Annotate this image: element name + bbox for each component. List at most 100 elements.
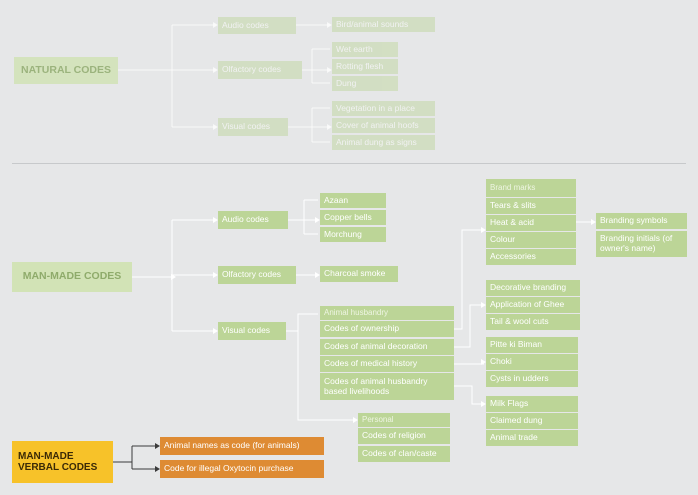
arrow-head	[327, 124, 332, 130]
connector	[297, 331, 356, 421]
arrow-head	[213, 22, 218, 28]
node-natural: NATURAL CODES	[14, 57, 118, 84]
node-ghee: Application of Ghee	[486, 297, 580, 313]
node-nat-vis-1: Vegetation in a place	[332, 101, 435, 116]
node-label: Application of Ghee	[490, 299, 565, 310]
node-label: Codes of medical history	[324, 358, 418, 369]
node-nat-olf-3: Dung	[332, 76, 398, 91]
node-label: Animal dung as signs	[336, 136, 417, 147]
node-nat-olf-1: Wet earth	[332, 42, 398, 57]
node-tail: Tail & wool cuts	[486, 314, 580, 330]
node-label: Decorative branding	[490, 282, 567, 293]
node-v-names: Animal names as code (for animals)	[160, 437, 324, 455]
node-mm-olf: Olfactory codes	[218, 266, 296, 284]
node-label: Rotting flesh	[336, 60, 384, 71]
node-label: Charcoal smoke	[324, 268, 386, 279]
node-label: Vegetation in a place	[336, 102, 415, 113]
arrow-head	[481, 302, 486, 308]
node-label: Tears & slits	[490, 200, 536, 211]
node-nat-olf: Olfactory codes	[218, 61, 302, 79]
node-label: Dung	[336, 77, 357, 88]
arrow-head	[213, 124, 218, 130]
node-label: Codes of ownership	[324, 323, 400, 334]
node-morchung: Morchung	[320, 227, 386, 242]
node-mm-vis: Visual codes	[218, 322, 286, 340]
node-azaan: Azaan	[320, 193, 386, 208]
node-label: Accessories	[490, 251, 536, 262]
node-label: Personal	[362, 414, 394, 424]
node-label: Azaan	[324, 194, 349, 205]
node-label: Olfactory codes	[222, 269, 282, 280]
node-dung: Claimed dung	[486, 413, 578, 429]
arrow-head	[591, 219, 596, 225]
node-colour: Colour	[486, 232, 576, 248]
node-ah-head: Animal husbandry	[320, 306, 454, 320]
node-label: Audio codes	[222, 214, 269, 225]
node-label: Bird/animal sounds	[336, 18, 409, 29]
node-nat-audio-1: Bird/animal sounds	[332, 17, 435, 32]
node-trade: Animal trade	[486, 430, 578, 446]
node-label: Colour	[490, 234, 516, 245]
node-label: Cover of animal hoofs	[336, 119, 419, 130]
node-label: Milk Flags	[490, 398, 529, 409]
node-label: Copper bells	[324, 211, 372, 222]
arrow-head	[155, 443, 160, 449]
node-label: Visual codes	[222, 121, 271, 132]
node-label: Codes of religion	[362, 430, 426, 441]
node-label: Code for illegal Oxytocin purchase	[164, 463, 294, 474]
arrow-head	[213, 67, 218, 73]
node-label: NATURAL CODES	[20, 63, 112, 76]
node-label: Brand marks	[490, 182, 536, 192]
arrow-head	[481, 401, 486, 407]
node-label: Morchung	[324, 228, 362, 239]
node-brand-sym: Branding symbols	[596, 213, 687, 229]
node-label: Codes of clan/caste	[362, 448, 437, 459]
node-label: Animal trade	[490, 432, 538, 443]
node-label: Claimed dung	[490, 415, 543, 426]
node-label: Cysts in udders	[490, 373, 549, 384]
section-divider	[12, 163, 686, 164]
node-manmade: MAN-MADE CODES	[12, 262, 132, 292]
node-copper: Copper bells	[320, 210, 386, 225]
node-v-oxy: Code for illegal Oxytocin purchase	[160, 460, 324, 478]
node-ah-med: Codes of medical history	[320, 356, 454, 372]
node-cysts: Cysts in udders	[486, 371, 578, 387]
node-pitte: Pitte ki Biman	[486, 337, 578, 353]
arrow-head	[155, 466, 160, 472]
node-tears: Tears & slits	[486, 198, 576, 214]
arrow-head	[327, 22, 332, 28]
node-heat: Heat & acid	[486, 215, 576, 231]
node-label: Codes of animal husbandry based liveliho…	[324, 375, 428, 396]
connector	[454, 385, 484, 405]
node-label: MAN-MADE CODES	[22, 270, 122, 283]
arrow-head	[213, 272, 218, 278]
node-label: Animal names as code (for animals)	[164, 440, 300, 451]
node-verbal: MAN-MADE VERBAL CODES	[12, 441, 113, 483]
node-nat-vis-2: Cover of animal hoofs	[332, 118, 435, 133]
node-mm-audio: Audio codes	[218, 211, 288, 229]
node-label: Animal husbandry	[324, 307, 389, 317]
node-label: Olfactory codes	[222, 64, 282, 75]
arrow-head	[353, 417, 358, 423]
node-deco: Decorative branding	[486, 280, 580, 296]
node-nat-vis: Visual codes	[218, 118, 288, 136]
node-label: Visual codes	[222, 325, 271, 336]
node-ah-dec: Codes of animal decoration	[320, 339, 454, 355]
node-label: Pitte ki Biman	[490, 339, 542, 350]
node-label: Branding initials (of owner's name)	[600, 233, 673, 253]
node-label: Choki	[490, 356, 512, 367]
node-label: Branding symbols	[600, 215, 668, 226]
node-label: Audio codes	[222, 19, 269, 30]
node-ah-own: Codes of ownership	[320, 321, 454, 337]
node-label: Heat & acid	[490, 217, 534, 228]
arrow-head	[481, 359, 486, 365]
node-milk: Milk Flags	[486, 396, 578, 412]
node-clan: Codes of clan/caste	[358, 446, 450, 462]
node-charcoal: Charcoal smoke	[320, 266, 398, 282]
node-label: Codes of animal decoration	[324, 341, 428, 352]
connector	[454, 304, 484, 348]
node-nat-olf-2: Rotting flesh	[332, 59, 398, 74]
arrow-head	[315, 272, 320, 278]
